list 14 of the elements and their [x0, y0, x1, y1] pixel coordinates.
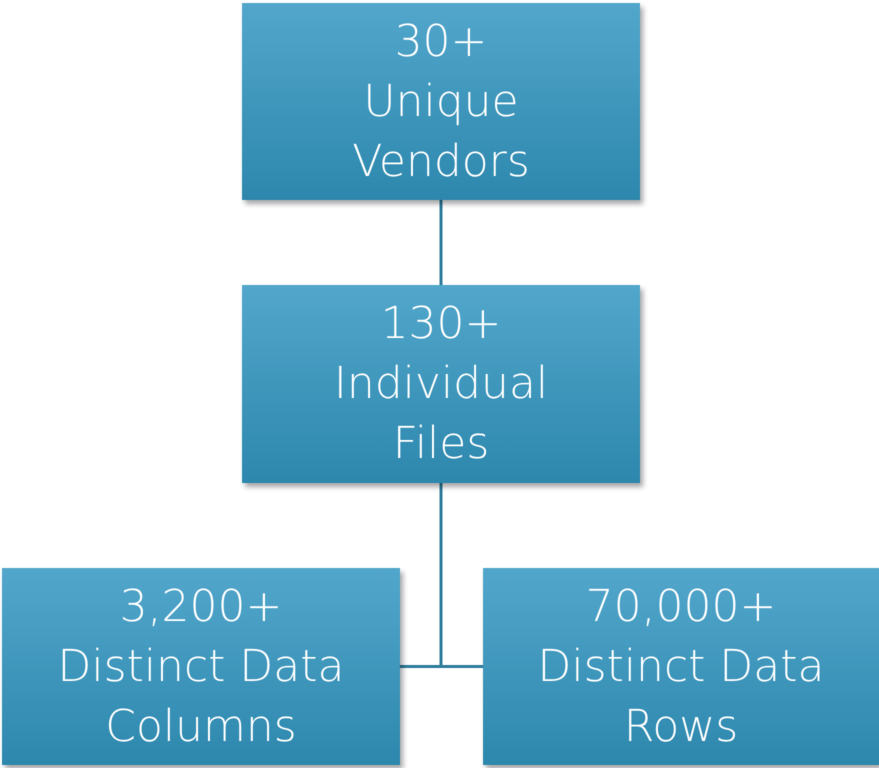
- connector-line: [440, 483, 483, 668]
- count-label: 3,200+: [120, 580, 282, 634]
- description-label: Distinct Data Columns: [56, 640, 346, 754]
- process-box: [483, 568, 879, 765]
- count-label: 30+: [394, 14, 488, 68]
- process-box: [2, 568, 400, 765]
- connector-line: [440, 200, 442, 285]
- count-label: 130+: [380, 297, 502, 351]
- description-label: Distinct Data Rows: [536, 640, 826, 754]
- count-label: 70,000+: [586, 580, 776, 634]
- process-box: [242, 285, 640, 483]
- description-label: Individual Files: [332, 357, 550, 471]
- description-label: Unique Vendors: [351, 74, 531, 188]
- process-box: [242, 3, 640, 200]
